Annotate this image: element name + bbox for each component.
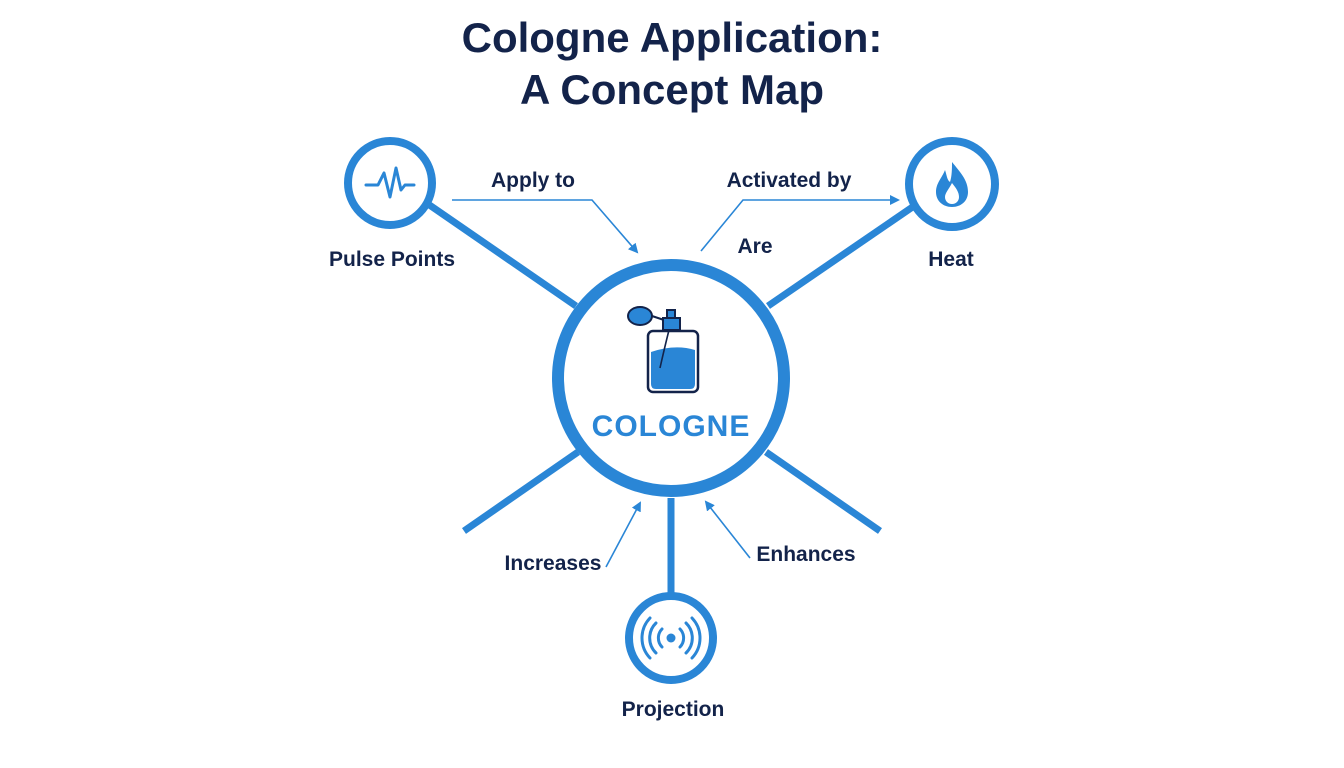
enhances-label: Enhances xyxy=(756,543,856,566)
apply-to-arrow xyxy=(452,199,639,254)
projection-node xyxy=(625,592,717,684)
connectors xyxy=(426,201,916,596)
connector-heat xyxy=(766,203,916,309)
projection-label: Projection xyxy=(621,698,725,721)
flame-icon xyxy=(936,162,968,207)
are-label: Are xyxy=(737,235,773,258)
annotation-arrows xyxy=(452,195,900,568)
connector-lower-right xyxy=(764,449,882,534)
heat-node xyxy=(905,137,999,231)
activated-by-label: Activated by xyxy=(726,169,852,192)
center-label: COLOGNE xyxy=(591,410,751,443)
page-title-line-2: A Concept Map xyxy=(519,66,825,113)
enhances-arrow xyxy=(704,500,751,559)
cologne-bottle-icon xyxy=(627,306,700,394)
connector-pulse-points xyxy=(426,201,578,309)
pulse-points-node xyxy=(344,137,436,229)
heat-label: Heat xyxy=(928,248,974,271)
apply-to-label: Apply to xyxy=(491,169,575,192)
increases-arrow xyxy=(605,501,641,568)
pulse-icon xyxy=(364,166,416,199)
connector-lower-left xyxy=(462,449,580,534)
activated-by-arrow xyxy=(700,195,900,252)
pulse-points-label: Pulse Points xyxy=(328,248,456,271)
cologne-node xyxy=(552,259,790,497)
broadcast-icon xyxy=(640,616,702,660)
increases-label: Increases xyxy=(504,552,602,575)
page-title-line-1: Cologne Application: xyxy=(461,14,883,61)
